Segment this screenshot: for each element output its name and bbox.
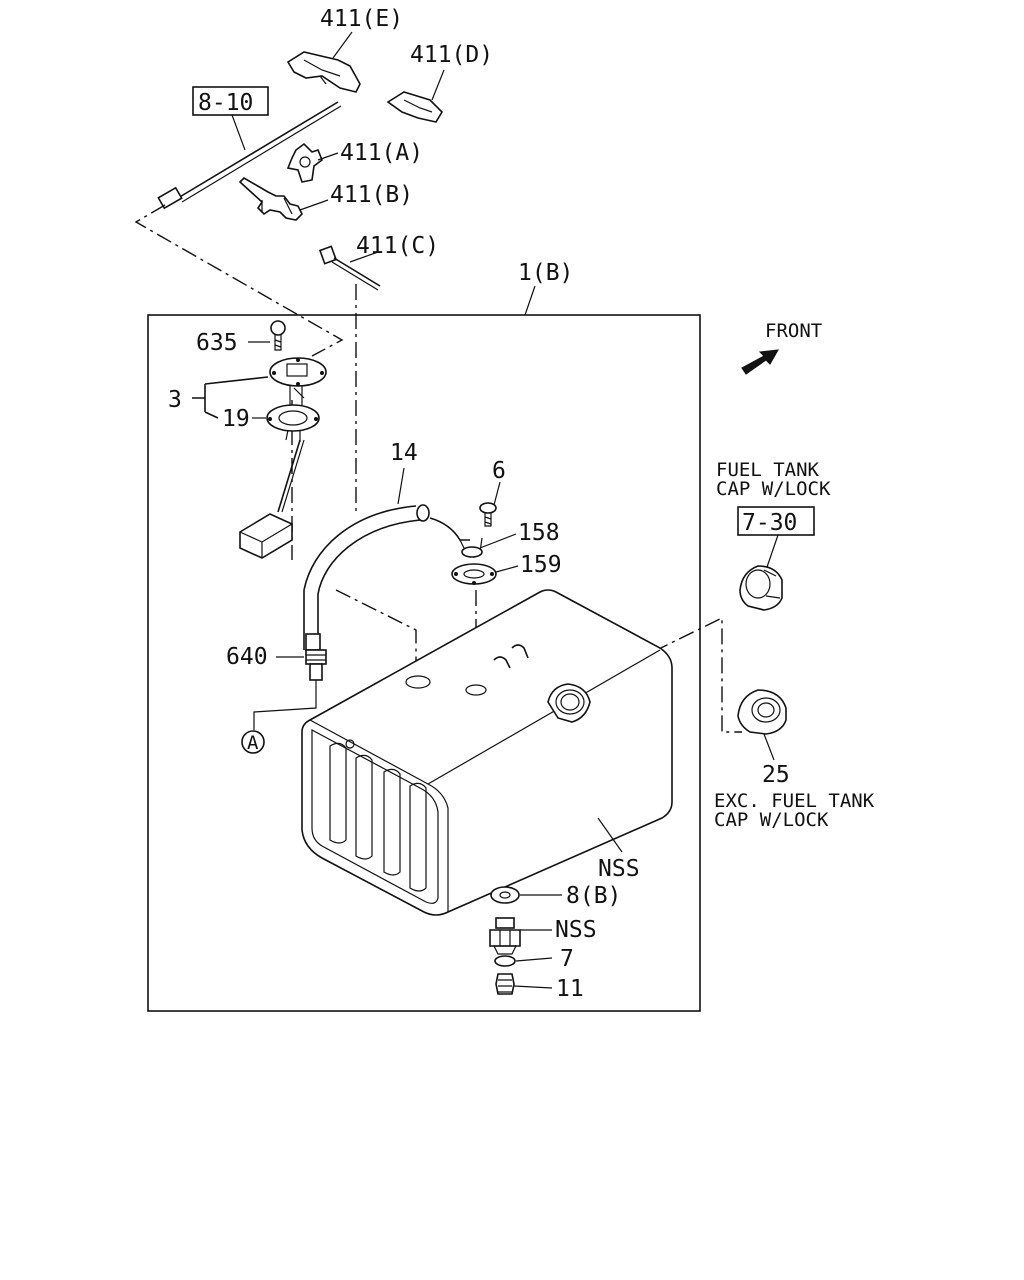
callout-411a: 411(A) [340, 140, 423, 166]
fuel-cap-with-lock[interactable] [739, 565, 783, 611]
assembly-frame [147, 314, 701, 1012]
callout-25: 25 [762, 762, 790, 788]
o-ring-7[interactable] [494, 955, 516, 967]
sender-unit-158[interactable] [429, 517, 483, 558]
callout-159: 159 [520, 552, 562, 578]
ref-box-harness[interactable] [192, 86, 269, 116]
washer-8b[interactable] [490, 886, 520, 904]
callout-640: 640 [226, 644, 268, 670]
fuel-tank-nss[interactable] [301, 589, 673, 916]
bracket-3-19 [192, 376, 269, 419]
ref-harness-label: 8-10 [198, 90, 253, 116]
cable-tie-411c[interactable] [318, 245, 381, 291]
callout-nss-tank: NSS [598, 856, 640, 882]
drain-plug-nss[interactable] [489, 917, 521, 955]
harness-wire[interactable] [157, 101, 342, 210]
callout-635: 635 [196, 330, 238, 356]
reference-circle-a [241, 730, 265, 754]
callout-411e: 411(E) [320, 6, 403, 32]
with-lock-note-line1: FUEL TANK [716, 459, 820, 481]
with-lock-note-line2: CAP W/LOCK [716, 478, 831, 500]
callout-7: 7 [560, 946, 574, 972]
ref-box-cap[interactable] [737, 506, 815, 536]
callout-6: 6 [492, 458, 506, 484]
without-lock-note-line2: CAP W/LOCK [714, 809, 829, 831]
callout-11: 11 [556, 976, 584, 1002]
callout-circle-a: A [247, 732, 259, 754]
gasket-159[interactable] [451, 563, 497, 585]
clip-411a[interactable] [286, 142, 323, 183]
fuel-hose-14[interactable] [303, 504, 430, 650]
front-label: FRONT [765, 320, 822, 342]
front-arrow-icon [741, 349, 779, 375]
callout-nss-plug: NSS [555, 917, 597, 943]
callout-1b: 1(B) [518, 260, 573, 286]
without-lock-note-line1: EXC. FUEL TANK [714, 790, 875, 812]
clip-411e[interactable] [286, 51, 361, 93]
callout-19: 19 [222, 406, 250, 432]
fuel-pump-plate-3[interactable] [269, 357, 327, 387]
ref-cap-label: 7-30 [742, 510, 797, 536]
fuel-cap-25[interactable] [737, 689, 787, 735]
routing-line-harness [134, 204, 344, 357]
routing-line-hose [335, 589, 417, 676]
callout-14: 14 [390, 440, 418, 466]
callout-158: 158 [518, 520, 560, 546]
screw-635[interactable] [270, 320, 286, 351]
callout-3: 3 [168, 387, 182, 413]
clip-411d[interactable] [386, 91, 444, 123]
clip-411b[interactable] [238, 176, 303, 221]
fuel-gauge-unit-19[interactable] [239, 386, 320, 559]
callout-411d: 411(D) [410, 42, 493, 68]
drain-bolt-11[interactable] [495, 973, 515, 995]
callout-411b: 411(B) [330, 182, 413, 208]
callout-411c: 411(C) [356, 233, 439, 259]
fitting-640[interactable] [305, 633, 327, 690]
screw-6[interactable] [479, 502, 497, 527]
callout-8b: 8(B) [566, 883, 621, 909]
